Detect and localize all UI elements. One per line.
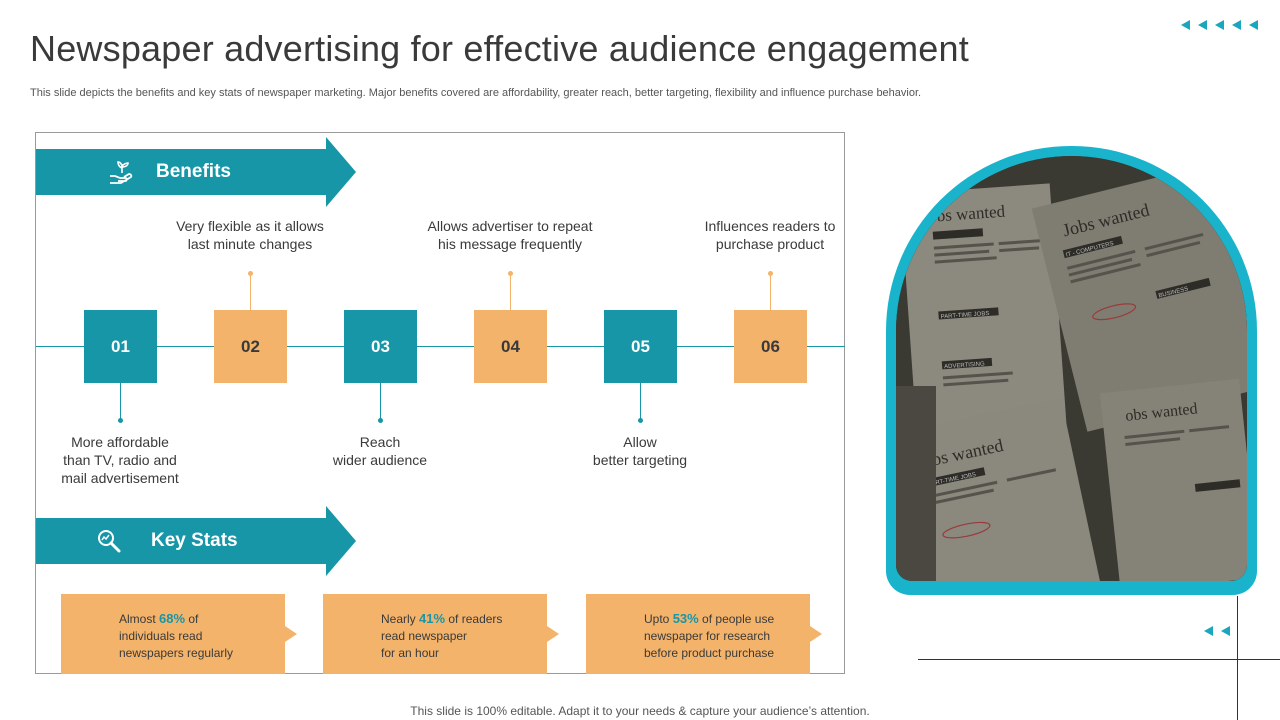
step-label-line: better targeting xyxy=(592,452,688,468)
stat-prefix: Nearly xyxy=(381,612,420,626)
stat-card-1: Almost 68% of individuals read newspaper… xyxy=(61,594,297,674)
step-label-05: Allow better targeting xyxy=(540,433,740,469)
step-label-line: purchase product xyxy=(715,236,825,252)
connector-03 xyxy=(380,383,381,420)
stat-first-line: Nearly 41% of readers xyxy=(381,610,551,628)
step-label-line: Reach xyxy=(359,434,401,450)
step-label-02: Very flexible as it allows last minute c… xyxy=(150,217,350,253)
connector-dot-05 xyxy=(638,418,643,423)
key-stats-banner-bar xyxy=(36,518,326,564)
stat-line: newspapers regularly xyxy=(119,646,234,660)
key-stats-banner-tip xyxy=(326,506,356,576)
step-label-line: Allow xyxy=(623,434,657,450)
key-stats-heading: Key Stats xyxy=(151,530,238,551)
triangle-left-icon xyxy=(1232,20,1241,30)
newspaper-photo: Jobs wanted PART-TIME JOBS ADVERTISING J… xyxy=(896,156,1247,581)
step-label-line: Very flexible as it allows xyxy=(176,218,324,234)
triangle-left-icon xyxy=(1181,20,1190,30)
decorative-arrows-top xyxy=(1181,20,1258,30)
step-label-line: than TV, radio and xyxy=(63,452,177,468)
benefits-heading: Benefits xyxy=(156,161,231,182)
stat-card-arrow xyxy=(810,626,822,642)
connector-01 xyxy=(120,383,121,420)
stat-line: read newspaper xyxy=(381,629,468,643)
step-label-04: Allows advertiser to repeat his message … xyxy=(410,217,610,253)
stat-percentage: 68% xyxy=(159,611,186,626)
connector-02 xyxy=(250,274,251,310)
step-label-line: mail advertisement xyxy=(61,470,179,486)
stat-suffix: of readers xyxy=(445,612,503,626)
stat-text-2: Nearly 41% of readers read newspaper for… xyxy=(381,610,551,662)
connector-dot-03 xyxy=(378,418,383,423)
hand-plant-icon xyxy=(110,161,133,184)
triangle-left-icon xyxy=(1204,626,1213,636)
connector-dot-06 xyxy=(768,271,773,276)
triangle-left-icon xyxy=(1215,20,1224,30)
step-label-line: last minute changes xyxy=(187,236,313,252)
step-label-03: Reach wider audience xyxy=(280,433,480,469)
step-label-line: Allows advertiser to repeat xyxy=(427,218,593,234)
stat-text-3: Upto 53% of people use newspaper for res… xyxy=(644,610,814,662)
connector-dot-02 xyxy=(248,271,253,276)
stat-first-line: Upto 53% of people use xyxy=(644,610,814,628)
slide-subtitle: This slide depicts the benefits and key … xyxy=(30,87,922,99)
stat-prefix: Upto xyxy=(644,612,673,626)
decorative-arrows-bottom xyxy=(1204,626,1230,636)
step-label-line: More affordable xyxy=(71,434,169,450)
stat-suffix: of xyxy=(185,612,199,626)
slide-title: Newspaper advertising for effective audi… xyxy=(30,28,969,69)
magnifier-icon xyxy=(98,530,121,553)
stat-suffix: of people use xyxy=(698,612,775,626)
benefits-banner-tip xyxy=(326,137,356,207)
triangle-left-icon xyxy=(1249,20,1258,30)
step-label-line: Influences readers to xyxy=(704,218,836,234)
decorative-line-vertical xyxy=(1237,596,1238,720)
stat-card-2: Nearly 41% of readers read newspaper for… xyxy=(323,594,559,674)
connector-dot-01 xyxy=(118,418,123,423)
step-box-02: 02 xyxy=(214,310,287,383)
step-box-06: 06 xyxy=(734,310,807,383)
connector-04 xyxy=(510,274,511,310)
step-box-03: 03 xyxy=(344,310,417,383)
photo-text: ADVERTISING xyxy=(944,361,985,370)
photo-text: PART-TIME JOBS xyxy=(940,311,989,320)
step-label-line: wider audience xyxy=(332,452,428,468)
slide-footer: This slide is 100% editable. Adapt it to… xyxy=(410,704,870,718)
benefits-banner-bar xyxy=(36,149,326,195)
decorative-line-horizontal xyxy=(918,659,1280,660)
stat-card-3: Upto 53% of people use newspaper for res… xyxy=(586,594,822,674)
stat-percentage: 53% xyxy=(672,611,699,626)
step-box-04: 04 xyxy=(474,310,547,383)
connector-dot-04 xyxy=(508,271,513,276)
triangle-left-icon xyxy=(1221,626,1230,636)
stat-card-arrow xyxy=(547,626,559,642)
stat-percentage: 41% xyxy=(419,611,446,626)
stat-line: for an hour xyxy=(381,646,440,660)
step-label-06: Influences readers to purchase product xyxy=(670,217,870,253)
connector-05 xyxy=(640,383,641,420)
timeline-line xyxy=(36,346,845,347)
stat-card-arrow xyxy=(285,626,297,642)
step-box-05: 05 xyxy=(604,310,677,383)
newspaper-illustration: Jobs wanted PART-TIME JOBS ADVERTISING J… xyxy=(896,156,1247,581)
triangle-left-icon xyxy=(1198,20,1207,30)
step-box-01: 01 xyxy=(84,310,157,383)
connector-06 xyxy=(770,274,771,310)
step-label-line: his message frequently xyxy=(438,236,582,252)
step-label-01: More affordable than TV, radio and mail … xyxy=(20,433,220,487)
content-panel xyxy=(35,132,845,674)
stat-line: before product purchase xyxy=(644,646,775,660)
stat-first-line: Almost 68% of xyxy=(119,610,289,628)
stat-prefix: Almost xyxy=(119,612,160,626)
stat-line: newspaper for research xyxy=(644,629,771,643)
stat-line: individuals read xyxy=(119,629,203,643)
stat-text-1: Almost 68% of individuals read newspaper… xyxy=(119,610,289,662)
